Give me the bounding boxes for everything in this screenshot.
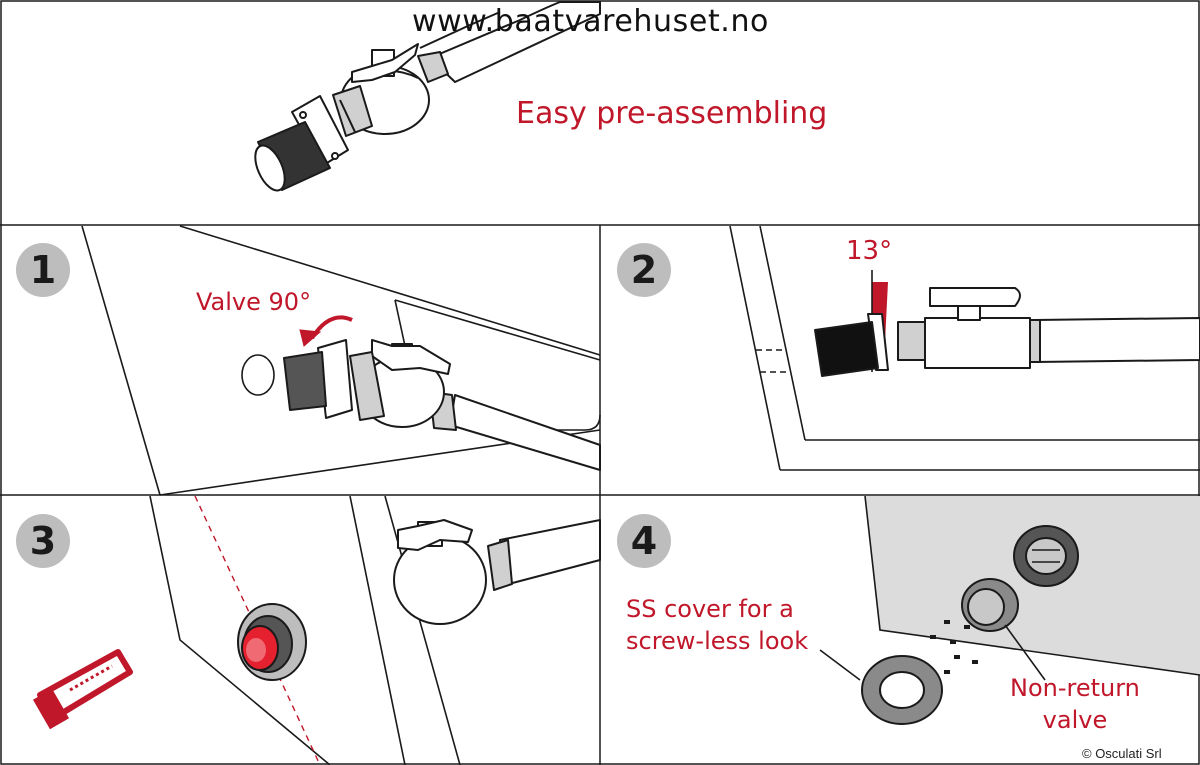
rotation-arrow-icon: [310, 315, 353, 340]
panel-2-hull: [729, 225, 1200, 471]
non-return-label-line-1: Non-return: [1010, 674, 1140, 702]
assembly-dots: [930, 620, 978, 674]
panel-3-through-hull: [237, 603, 307, 681]
panel-2-fitting: [814, 287, 1200, 377]
ss-cover-ring: [861, 655, 943, 725]
copyright: © Osculati Srl: [1082, 746, 1162, 761]
non-return-valve-label: Non-return valve: [1010, 672, 1140, 736]
website-url: www.baatvarehuset.no: [412, 4, 770, 39]
non-return-valve: [961, 578, 1019, 632]
panel-3-fitting: [393, 519, 601, 625]
valve-rotation-label: Valve 90°: [196, 288, 312, 316]
step-4-badge: 4: [617, 514, 671, 568]
headline: Easy pre-assembling: [516, 96, 828, 131]
ss-cover-leader: [819, 649, 861, 681]
hacksaw-icon: [32, 649, 133, 730]
panel-1-hole: [241, 354, 275, 396]
panel-1-fitting: [283, 339, 601, 471]
pre-assembled-fitting: [254, 1, 601, 192]
ss-cover-label: SS cover for a screw-less look: [626, 593, 808, 657]
non-return-label-line-2: valve: [1042, 706, 1108, 734]
panel-4-hull: [864, 495, 1200, 676]
angle-label: 13°: [846, 236, 893, 266]
step-2-badge: 2: [617, 243, 671, 297]
step-1-badge: 1: [16, 243, 70, 297]
non-return-leader: [1004, 624, 1046, 681]
step-3-badge: 3: [16, 514, 70, 568]
rotation-arrow-head: [299, 329, 322, 347]
through-hull-fitting: [1013, 525, 1079, 587]
ss-cover-label-line-2: screw-less look: [626, 627, 809, 655]
ss-cover-label-line-1: SS cover for a: [626, 595, 794, 623]
